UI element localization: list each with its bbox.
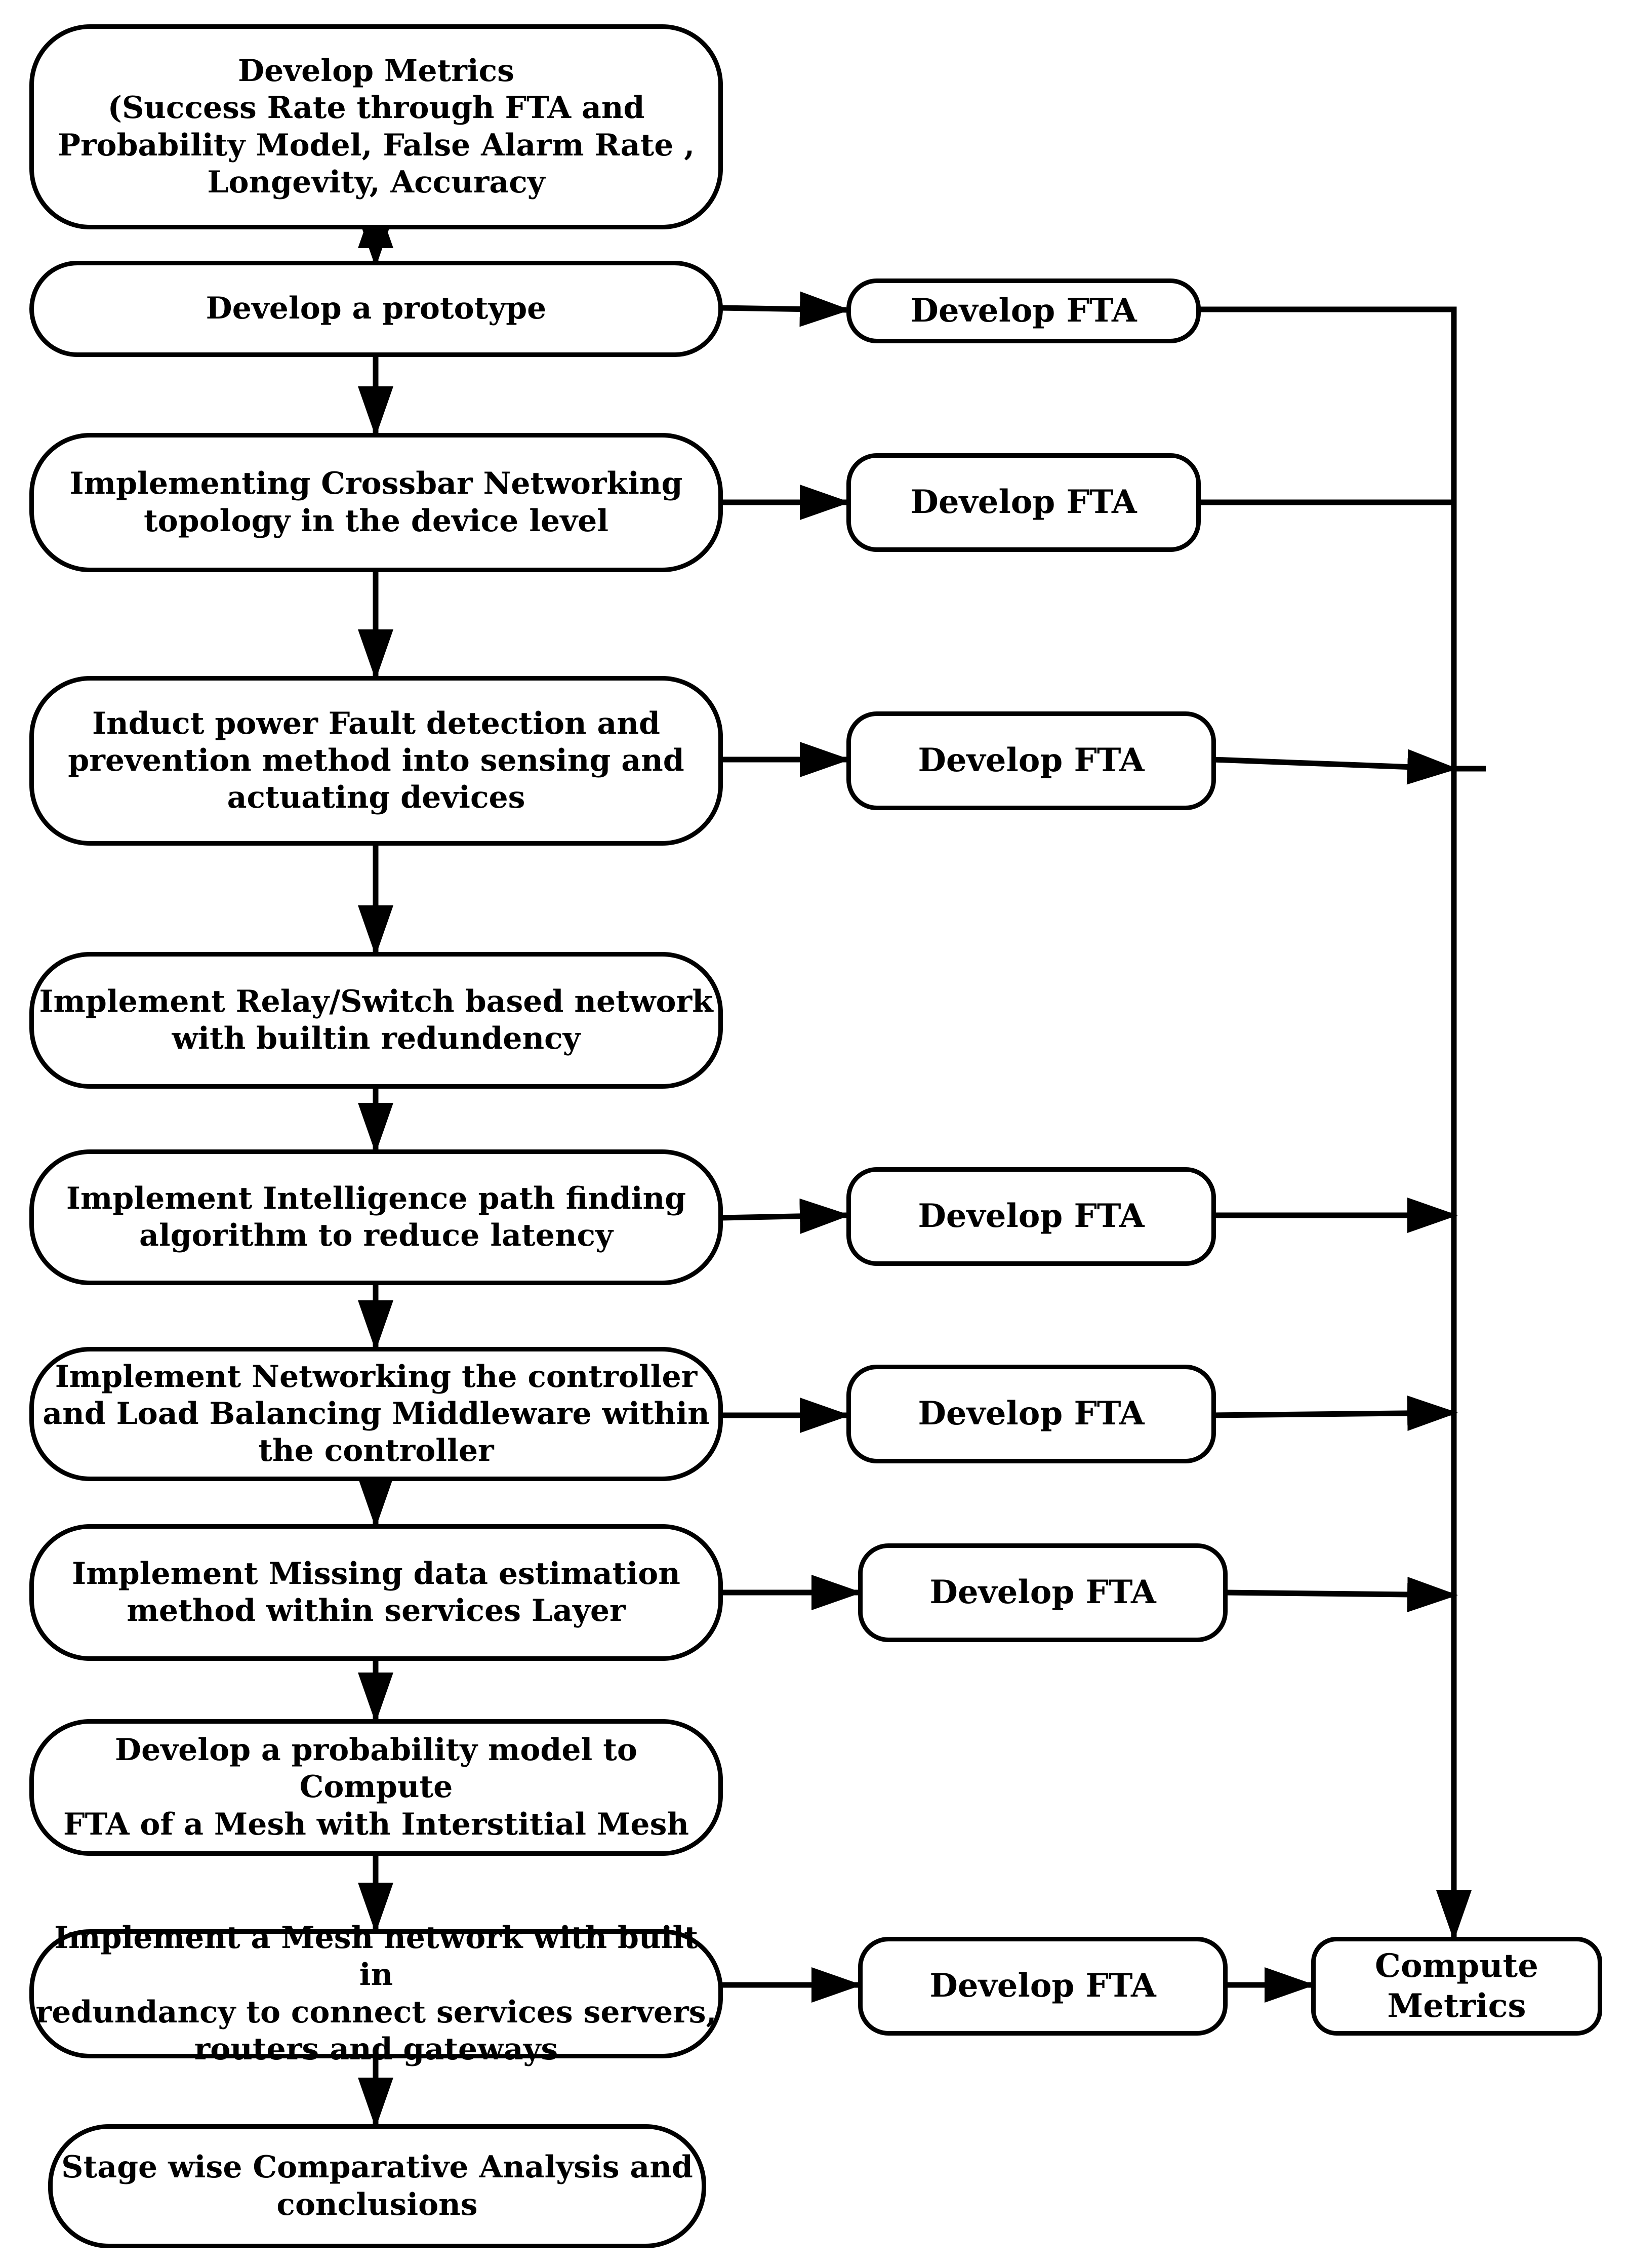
fta-box-prototype: Develop FTA bbox=[846, 278, 1201, 343]
step-probability-model: Develop a probability model to Compute F… bbox=[29, 1719, 723, 1856]
arrow-s2-to-f1 bbox=[721, 291, 850, 327]
step-path-finding-algorithm: Implement Intelligence path finding algo… bbox=[29, 1149, 723, 1285]
step-comparative-analysis: Stage wise Comparative Analysis and conc… bbox=[48, 2124, 706, 2248]
arrow-s6-to-f4 bbox=[721, 1198, 850, 1234]
step-crossbar-networking: Implementing Crossbar Networking topolog… bbox=[29, 433, 723, 572]
arrow-f5-to-collector bbox=[1212, 1395, 1458, 1431]
step-induct-power-fault: Induct power Fault detection and prevent… bbox=[29, 676, 723, 846]
fta-box-controller: Develop FTA bbox=[846, 1365, 1216, 1463]
step-mesh-network: Implement a Mesh network with built in r… bbox=[29, 1920, 723, 2067]
fta-box-path-finding: Develop FTA bbox=[846, 1167, 1216, 1266]
step-missing-data-estimation: Implement Missing data estimation method… bbox=[29, 1524, 723, 1661]
fta-box-crossbar: Develop FTA bbox=[846, 453, 1201, 552]
line-f1-to-collector bbox=[1199, 306, 1472, 1941]
arrow-f3-to-collector bbox=[1212, 749, 1458, 785]
arrow-f6-to-collector bbox=[1224, 1576, 1458, 1612]
fta-box-mesh-network: Develop FTA bbox=[858, 1937, 1228, 2036]
step-relay-switch-network: Implement Relay/Switch based network wit… bbox=[29, 952, 723, 1089]
fta-box-missing-data: Develop FTA bbox=[858, 1543, 1228, 1642]
result-compute-metrics: Compute Metrics bbox=[1311, 1937, 1602, 2036]
step-develop-prototype: Develop a prototype bbox=[29, 261, 723, 357]
step-controller-load-balancing: Implement Networking the controller and … bbox=[29, 1347, 723, 1481]
fta-box-power-fault: Develop FTA bbox=[846, 711, 1216, 810]
step-develop-metrics: Develop Metrics (Success Rate through FT… bbox=[29, 24, 723, 229]
